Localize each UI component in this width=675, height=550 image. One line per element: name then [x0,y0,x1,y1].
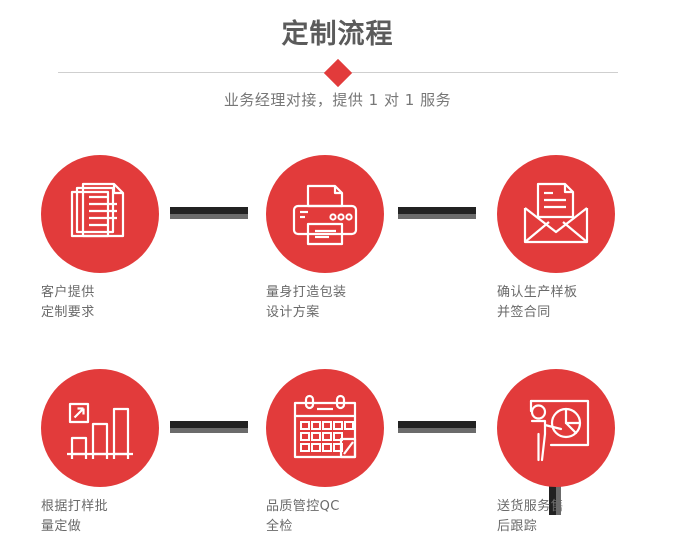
step-1-label: 客户提供 定制要求 [41,285,95,320]
header-divider [58,58,618,88]
calendar-check-icon [293,394,357,459]
envelope-document-icon [523,182,589,244]
process-step-2[interactable]: 量身打造包装 设计方案 [235,140,415,340]
process-step-3[interactable]: 确认生产样板 并签合同 [466,140,646,340]
connector-shadow [170,214,248,219]
connector-bar [170,421,248,428]
process-row-top: 客户提供 定制要求 [0,140,675,340]
connector-bar [398,421,476,428]
presenter-pie-chart-icon [529,399,590,462]
process-flow: 客户提供 定制要求 [0,140,675,550]
connector-row2-1 [170,421,248,433]
connector-bar [549,477,556,515]
process-step-6[interactable]: 送货服务售 后跟踪 [466,354,646,550]
connector-row2-2 [398,421,476,433]
page-title: 定制流程 [281,19,394,50]
process-row-bottom: 根据打样批 量定做 [0,354,675,550]
header: 定制流程 业务经理对接，提供 1 对 1 服务 [0,0,675,125]
process-step-1[interactable]: 客户提供 定制要求 [10,140,190,340]
page-subtitle: 业务经理对接，提供 1 对 1 服务 [223,91,452,109]
step-3-icon-circle [497,155,615,273]
process-step-4[interactable]: 根据打样批 量定做 [10,354,190,550]
step-1-icon-circle [41,155,159,273]
bar-chart-growth-icon [67,402,133,459]
connector-shadow [398,214,476,219]
printer-icon [292,184,358,246]
step-2-label: 量身打造包装 设计方案 [266,285,347,320]
step-6-label: 送货服务售 后跟踪 [497,499,565,534]
connector-shadow [170,428,248,433]
step-6-icon-circle [497,369,615,487]
step-5-icon-circle [266,369,384,487]
connector-row1-1 [170,207,248,219]
connector-vertical [549,477,561,515]
connector-bar [398,207,476,214]
step-3-label: 确认生产样板 并签合同 [497,285,578,320]
process-step-5[interactable]: 品质管控QC 全检 [235,354,415,550]
step-5-label: 品质管控QC 全检 [266,499,340,534]
documents-stack-icon [70,182,125,238]
connector-shadow [556,477,561,515]
connector-row1-2 [398,207,476,219]
connector-bar [170,207,248,214]
step-2-icon-circle [266,155,384,273]
step-4-label: 根据打样批 量定做 [41,499,109,534]
connector-shadow [398,428,476,433]
diamond-marker-icon [323,58,353,88]
step-4-icon-circle [41,369,159,487]
